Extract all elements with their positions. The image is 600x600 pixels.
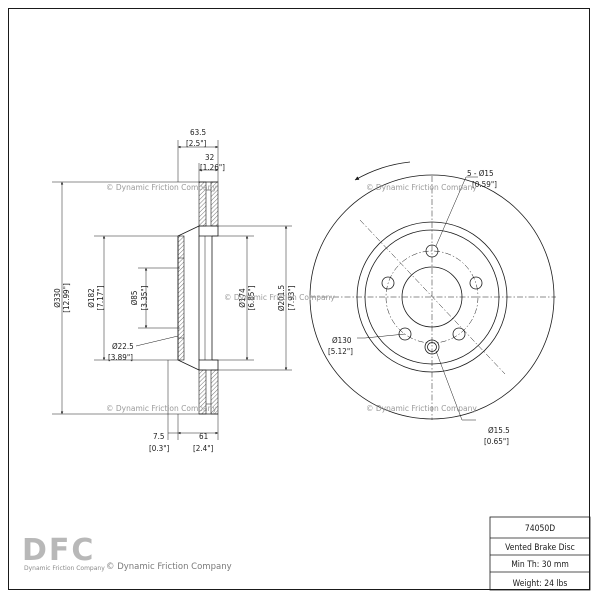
dim-dia-201-5-in: [7.93"]	[287, 285, 296, 310]
part-number: 74050D	[525, 524, 555, 534]
bolt-callout: 5 - Ø15	[467, 168, 494, 178]
watermark: © Dynamic Friction Company	[224, 293, 335, 302]
dim-dia-85-in: [3.35"]	[140, 285, 149, 310]
pin-hole-callout: Ø15.5	[488, 425, 510, 435]
dim-dia-174: Ø174	[237, 288, 247, 308]
watermark: © Dynamic Friction Company	[366, 404, 477, 413]
dim-hat-width-in: [1.26"]	[200, 163, 225, 172]
locating-pin-ring	[424, 339, 440, 355]
bolt-hole	[381, 276, 395, 290]
bolt-hole	[469, 276, 483, 290]
title-block: 74050D Vented Brake Disc Min Th: 30 mm W…	[489, 516, 591, 591]
watermark: © Dynamic Friction Company	[366, 183, 477, 192]
dim-offset-61-in: [2.4"]	[193, 444, 214, 453]
logo-subtitle: Dynamic Friction Company	[24, 565, 105, 572]
dim-hat-width: 32	[205, 153, 214, 162]
hat-face	[177, 235, 185, 361]
watermark: © Dynamic Friction Company	[106, 183, 217, 192]
bolt-hole	[452, 327, 466, 341]
pin-hole-callout-in: [0.65"]	[484, 437, 509, 446]
part-description: Vented Brake Disc	[505, 543, 575, 553]
watermark: © Dynamic Friction Company	[106, 404, 217, 413]
watermarks: © Dynamic Friction Company © Dynamic Fri…	[106, 183, 477, 413]
dim-dia-22-5: Ø22.5	[112, 341, 134, 351]
dim-outer-dia-in: [12.99"]	[62, 283, 71, 313]
dim-outer-dia: Ø330	[52, 288, 62, 308]
side-section-view: 63.5 [2.5"] 32 [1.26"] Ø330 [12.99"] Ø18…	[52, 128, 296, 453]
pcd-callout-in: [5.12"]	[328, 347, 353, 356]
bolt-hole	[425, 244, 439, 258]
dim-dia-182-in: [7.17"]	[96, 285, 105, 310]
locating-pin-hole	[427, 342, 437, 352]
copyright-notice: © Dynamic Friction Company	[106, 562, 232, 572]
dim-dia-22-5-in: [3.89"]	[108, 353, 133, 362]
dim-offset-61: 61	[199, 432, 208, 441]
drawing-frame	[8, 8, 590, 590]
pcd-callout: Ø130	[332, 335, 352, 345]
dim-overall-width-in: [2.5"]	[186, 139, 207, 148]
dim-dia-182: Ø182	[86, 288, 96, 307]
dim-dia-174-in: [6.85"]	[247, 285, 256, 310]
brand-logo: DFC Dynamic Friction Company	[22, 533, 105, 572]
bolt-callout-in: [0.59"]	[472, 180, 497, 189]
dim-offset-7-5-in: [0.3"]	[149, 444, 170, 453]
bolt-hole	[398, 327, 412, 341]
rotation-arrow	[354, 161, 411, 181]
dim-offset-7-5: 7.5	[153, 432, 164, 441]
dim-dia-201-5: Ø201.5	[276, 285, 286, 311]
dim-dia-85: Ø85	[129, 291, 139, 306]
dfc-logo: DFC	[22, 533, 95, 568]
weight-visible: Weight: 24 lbs	[513, 579, 568, 589]
dim-overall-width: 63.5	[190, 128, 206, 137]
front-view: 5 - Ø15 [0.59"] Ø130 [5.12"] Ø15.5 [0.65…	[309, 161, 556, 446]
min-thickness: Min Th: 30 mm	[511, 560, 569, 570]
